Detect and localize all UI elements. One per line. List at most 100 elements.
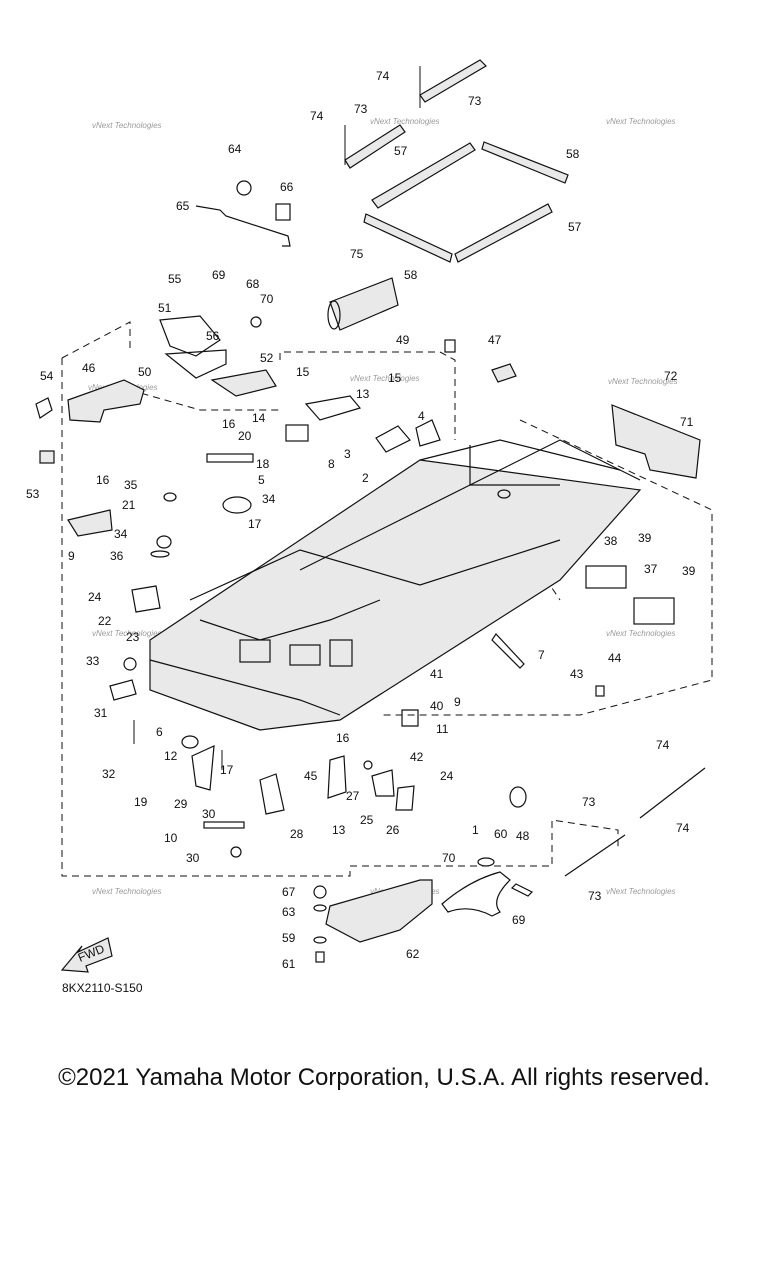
- copyright-notice: ©2021 Yamaha Motor Corporation, U.S.A. A…: [58, 1064, 710, 1091]
- part-number-label: 21: [122, 498, 136, 512]
- part-number-label: 35: [124, 478, 138, 492]
- part-number-label: 1: [0, 0, 7, 3]
- part-number-label: 3: [344, 447, 351, 461]
- part-number-label: 27: [346, 789, 360, 803]
- part-number-label: 53: [26, 487, 40, 501]
- part-number-label: 39: [682, 564, 696, 578]
- part-number-label: 41: [430, 667, 444, 681]
- part-number-label: 34: [114, 527, 128, 541]
- part-number-label: 65: [176, 199, 190, 213]
- watermark: vNext Technologies: [606, 887, 676, 896]
- part-number-label: 73: [354, 102, 368, 116]
- part-number-label: 38: [604, 534, 618, 548]
- part-number-label: 9: [454, 695, 461, 709]
- part-71-plate: [611, 404, 701, 479]
- part-number-label: 57: [568, 220, 582, 234]
- part-number-label: 2: [362, 471, 369, 485]
- part-number-label: 59: [282, 931, 296, 945]
- part-number-label: 9: [68, 549, 75, 563]
- part-number-label: 74: [676, 821, 690, 835]
- part-number-label: 13: [356, 387, 370, 401]
- part-number-label: 71: [680, 415, 694, 429]
- part-number-label: 74: [310, 109, 324, 123]
- parts-diagram: vNext Technologies vNext Technologies vN…: [0, 0, 713, 973]
- part-number-label: 36: [110, 549, 124, 563]
- part-number-label: 48: [516, 829, 530, 843]
- top-rails: [344, 59, 487, 169]
- part-number-label: 8: [328, 457, 335, 471]
- part-number-label: 31: [94, 706, 108, 720]
- part-number-label: 5: [258, 473, 265, 487]
- part-number-label: 24: [88, 590, 102, 604]
- rail-set: [363, 141, 569, 263]
- part-number-label: 13: [332, 823, 346, 837]
- part-number-label: 63: [282, 905, 296, 919]
- part-number-label: 69: [512, 913, 526, 927]
- part-number-label: 30: [186, 851, 200, 865]
- part-67-strap: [441, 871, 511, 917]
- part-number-label: 58: [404, 268, 418, 282]
- part-number-label: 18: [256, 457, 270, 471]
- part-number-label: 24: [440, 769, 454, 783]
- part-46-plate: [67, 379, 145, 423]
- part-number-label: 69: [212, 268, 226, 282]
- diagram-code: 8KX2110-S150: [62, 981, 143, 995]
- fwd-arrow: FWD: [60, 937, 113, 973]
- part-number-label: 72: [664, 369, 678, 383]
- part-number-label: 30: [202, 807, 216, 821]
- watermark: vNext Technologies: [370, 117, 440, 126]
- part-number-label: 19: [134, 795, 148, 809]
- part-number-label: 57: [394, 144, 408, 158]
- part-number-label: 62: [406, 947, 420, 961]
- part-number-label: 7: [538, 648, 545, 662]
- part-number-label: 73: [582, 795, 596, 809]
- part-number-label: 46: [82, 361, 96, 375]
- part-number-label: 15: [296, 365, 310, 379]
- watermark: vNext Technologies: [92, 121, 162, 130]
- watermark: vNext Technologies: [92, 629, 162, 638]
- part-number-label: 6: [156, 725, 163, 739]
- part-number-label: 44: [608, 651, 622, 665]
- part-59-bracket: [325, 879, 433, 943]
- part-number-label: 15: [388, 371, 402, 385]
- part-number-label: 70: [260, 292, 274, 306]
- watermark: vNext Technologies: [606, 117, 676, 126]
- part-number-label: 67: [282, 885, 296, 899]
- part-number-label: 56: [206, 329, 220, 343]
- part-number-label: 58: [566, 147, 580, 161]
- part-number-label: 45: [304, 769, 318, 783]
- part-number-label: 16: [222, 417, 236, 431]
- part-number-label: 43: [570, 667, 584, 681]
- part-number-label: 29: [174, 797, 188, 811]
- part-number-label: 32: [102, 767, 116, 781]
- part-number-label: 75: [350, 247, 364, 261]
- part-number-label: 26: [386, 823, 400, 837]
- part-number-label: 4: [418, 409, 425, 423]
- part-number-label: 23: [126, 630, 140, 644]
- small-parts: [35, 180, 675, 963]
- part-number-label: 11: [436, 722, 449, 736]
- part-number-label: 50: [138, 365, 152, 379]
- part-75-box: [327, 277, 399, 331]
- part-number-label: 14: [252, 411, 266, 425]
- part-65-rod: [195, 205, 291, 247]
- part-number-label: 20: [238, 429, 252, 443]
- part-number-label: 17: [220, 763, 234, 777]
- part-number-label: 10: [164, 831, 178, 845]
- watermark: vNext Technologies: [606, 629, 676, 638]
- part-number-label: 74: [656, 738, 670, 752]
- watermark: vNext Technologies: [350, 374, 420, 383]
- lower-rails: [564, 767, 706, 877]
- part-number-label: 39: [638, 531, 652, 545]
- part-number-label: 73: [468, 94, 482, 108]
- part-number-label: 52: [260, 351, 274, 365]
- part-number-label: 42: [410, 750, 424, 764]
- part-number-label: 49: [396, 333, 410, 347]
- part-number-label: 33: [86, 654, 100, 668]
- part-number-label: 70: [442, 851, 456, 865]
- watermark: vNext Technologies: [92, 887, 162, 896]
- part-number-label: 47: [488, 333, 502, 347]
- part-number-label: 66: [280, 180, 294, 194]
- part-number-label: 55: [168, 272, 182, 286]
